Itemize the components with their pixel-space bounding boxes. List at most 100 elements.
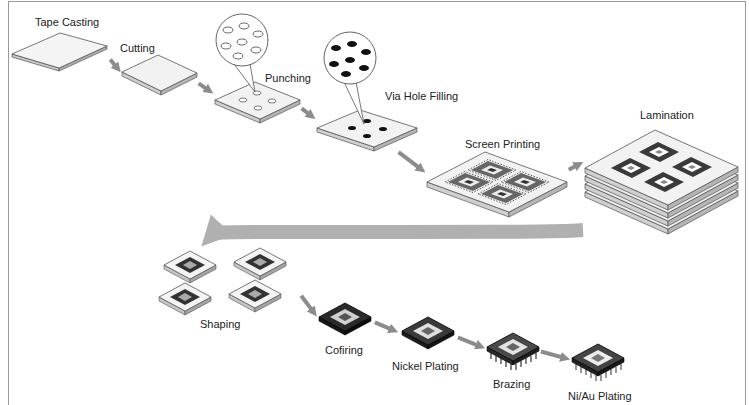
process-arrow [375, 322, 393, 330]
package-top [164, 251, 216, 279]
pattern-window [682, 162, 702, 172]
process-stage: Ni/Au Plating [572, 342, 626, 382]
via-hole [268, 99, 276, 103]
bubble-tail [344, 82, 364, 124]
package [319, 303, 371, 335]
pattern-dots [501, 172, 549, 193]
printed-pattern [468, 160, 516, 181]
package [572, 344, 624, 381]
package [487, 333, 539, 370]
hole [237, 39, 247, 45]
process-arrow [399, 152, 421, 169]
package [402, 317, 454, 349]
filled-via [348, 126, 356, 130]
pattern-center [660, 180, 668, 184]
stage-label: Shaping [200, 318, 240, 331]
stage-label: Cutting [120, 42, 155, 55]
process-arrow [569, 165, 578, 170]
process-arrow [199, 83, 209, 90]
filled-hole [359, 65, 369, 71]
filled-hole [361, 49, 371, 55]
process-stage: Tape Casting [10, 30, 109, 70]
stage-label: Punching [265, 72, 311, 85]
hole [251, 47, 261, 53]
filled-hole [331, 45, 341, 51]
package-seal [498, 339, 528, 355]
pattern-center [520, 180, 530, 184]
process-stage: Via Hole Filling [317, 110, 417, 151]
filled-hole [329, 61, 339, 67]
pattern-frame [471, 161, 513, 179]
green-sheet [585, 130, 738, 205]
package-seal [170, 289, 200, 305]
stage-label: Ni/Au Plating [568, 390, 632, 403]
process-stage: Lamination [585, 128, 741, 238]
hole [233, 53, 243, 59]
package-cavity [178, 293, 192, 301]
package [159, 283, 211, 315]
process-stage: Cutting [122, 55, 197, 97]
pattern-frame [639, 142, 679, 162]
bubble-tail [234, 64, 255, 92]
process-arrow [110, 60, 117, 68]
process-stage: Nickel Plating [400, 315, 456, 351]
package [229, 280, 281, 312]
package-pattern [644, 172, 684, 192]
hole [221, 43, 231, 49]
process-stage: Screen Printing [427, 152, 567, 214]
package-cavity [506, 343, 520, 351]
process-stage: Cofiring [318, 300, 373, 336]
package-seal [583, 350, 613, 366]
pattern-window [514, 178, 536, 187]
package-cavity [248, 290, 262, 298]
stack-layer [585, 130, 738, 210]
package [234, 248, 286, 280]
stage-label: Lamination [640, 109, 694, 122]
stage-label: Screen Printing [465, 138, 540, 151]
pattern-window [458, 178, 480, 187]
package-cavity [253, 258, 267, 266]
stage-label: Nickel Plating [392, 360, 459, 373]
filled-hole [345, 57, 355, 63]
package [164, 251, 216, 283]
process-arrow [541, 352, 564, 358]
package-pattern [672, 157, 712, 177]
filled-hole [341, 71, 351, 77]
hole [223, 27, 233, 33]
package-cavity [421, 327, 435, 335]
pattern-center [497, 192, 507, 196]
package-cavity [591, 354, 605, 362]
filled-via [363, 134, 371, 138]
pattern-frame [611, 158, 651, 178]
stage-label: Cofiring [325, 344, 363, 357]
pattern-window [491, 190, 513, 199]
tape-sheet [12, 33, 107, 68]
zoom-bubble [216, 14, 268, 66]
filled-via [363, 119, 371, 123]
package-seal [240, 286, 270, 302]
pattern-center [464, 180, 474, 184]
pattern-window [621, 163, 641, 173]
package-seal [413, 323, 443, 339]
package-seal [330, 309, 360, 325]
stage-label: Via Hole Filling [385, 90, 458, 103]
package-top [572, 344, 624, 372]
filled-via [379, 127, 387, 131]
via-hole [254, 106, 262, 110]
package-seal [175, 257, 205, 273]
green-sheet [215, 82, 300, 119]
package-pattern [639, 142, 679, 162]
pattern-dots [468, 160, 516, 181]
printed-pattern [501, 172, 549, 193]
hole [239, 23, 249, 29]
frame [9, 2, 746, 405]
green-sheet [427, 152, 567, 212]
package-top [159, 283, 211, 311]
pattern-window [481, 166, 503, 175]
green-sheet [122, 55, 197, 91]
process-stage: Punching [215, 82, 300, 124]
filled-hole [347, 41, 357, 47]
package-cavity [183, 261, 197, 269]
